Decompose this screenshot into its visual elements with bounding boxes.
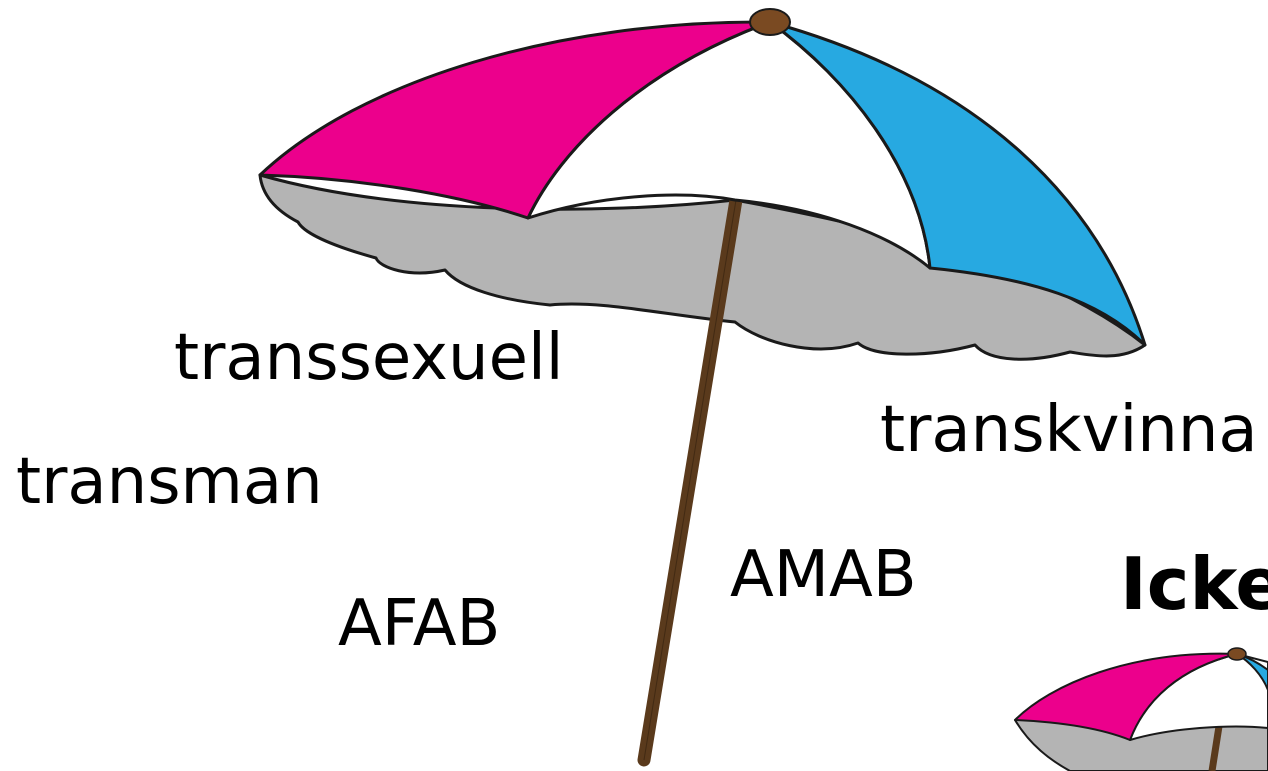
label-afab: AFAB [338,592,500,656]
label-transsexuell: transsexuell [174,326,564,390]
label-amab: AMAB [730,543,917,607]
label-icke-heading: Icke [1120,548,1268,620]
small-umbrella-partial [1015,648,1268,771]
umbrella-tip [750,9,790,35]
label-transkvinna: transkvinna [880,398,1258,462]
label-transman: transman [16,450,323,514]
small-umbrella-tip [1228,648,1246,660]
